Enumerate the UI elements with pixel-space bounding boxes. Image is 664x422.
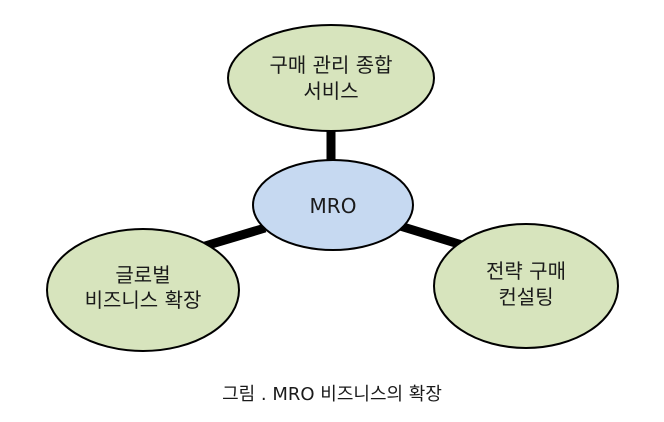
center-label: MRO [310,194,357,218]
connector-right [398,221,464,250]
node-right-line1: 전략 구매 [486,259,566,283]
node-purchase-management: 구매 관리 종합 서비스 [227,24,435,132]
node-left-line1: 글로벌 [115,263,170,287]
node-top-line1: 구매 관리 종합 [269,53,392,77]
node-mro-center: MRO [252,159,414,251]
connector-left [203,223,267,251]
node-global-business: 글로벌 비즈니스 확장 [46,228,240,352]
node-top-line2: 서비스 [303,79,358,103]
figure-caption: 그림 . MRO 비즈니스의 확장 [222,384,442,405]
node-strategic-purchasing: 전략 구매 컨설팅 [433,223,619,349]
node-right-line2: 컨설팅 [498,285,553,309]
node-left-line2: 비즈니스 확장 [85,288,202,312]
